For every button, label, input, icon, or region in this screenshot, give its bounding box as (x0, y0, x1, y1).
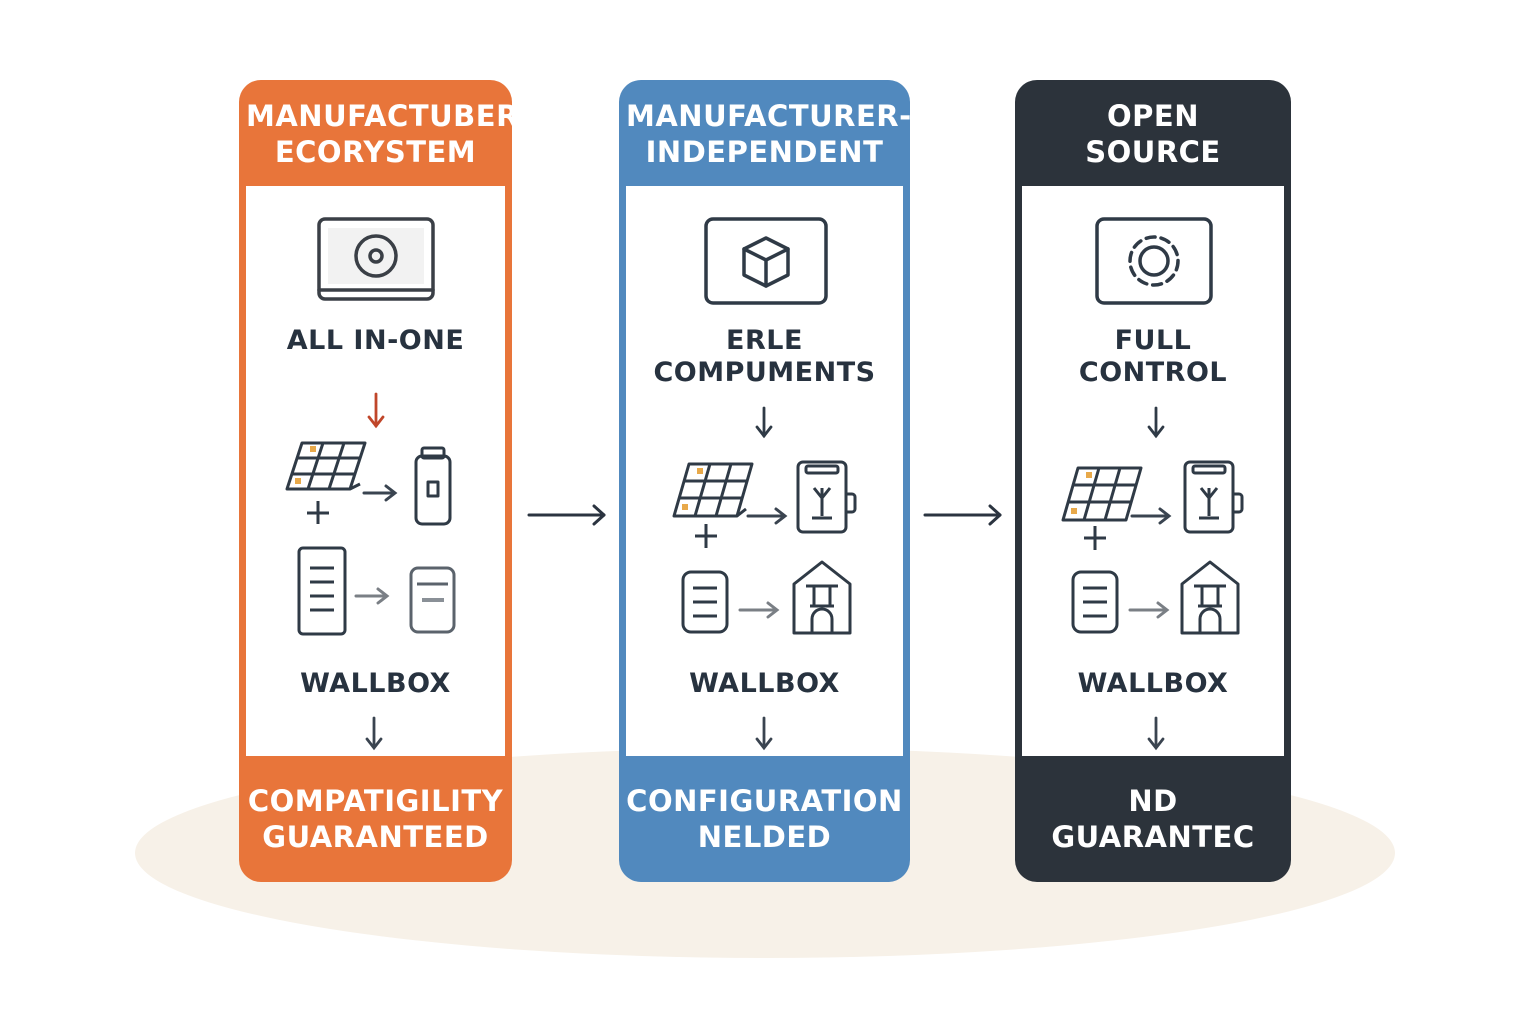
down-arrow-icon (1147, 716, 1165, 751)
panel-body: ALL IN-ONE WALLBOX (246, 186, 505, 756)
panel-title: OPEN SOURCE (1085, 99, 1221, 169)
inverter-icon (1071, 570, 1119, 634)
panel-title: MANUFACTURER- INDEPENDENT (626, 99, 912, 169)
feature-label: FULL CONTROL (1078, 325, 1228, 388)
feature-label: ALL IN-ONE (286, 325, 465, 356)
inverter-icon (681, 570, 729, 634)
panel-manufacturer-ecosystem: MANUFACTUBER ECORYSTEM (239, 80, 519, 882)
gear-icon (1095, 217, 1213, 305)
meter-icon (409, 566, 456, 634)
panel-body: ERLE COMPUMENTS WALLBOX (626, 186, 903, 756)
down-arrow-icon (755, 716, 773, 751)
down-arrow-icon (1147, 406, 1165, 439)
battery-icon (1183, 460, 1244, 534)
solar-cell-highlight (1071, 508, 1077, 514)
panel-footer: COMPATIGILITY GUARANTEED (247, 784, 504, 854)
right-arrow-icon (527, 504, 606, 526)
battery-icon (414, 446, 452, 526)
right-arrow-icon (1128, 601, 1170, 619)
right-arrow-icon (923, 504, 1002, 526)
solar-cell-highlight (697, 468, 703, 474)
wallbox-label: WALLBOX (300, 668, 451, 699)
wallbox-label: WALLBOX (689, 668, 840, 699)
solar-cell-highlight (295, 478, 301, 484)
solar-cell-highlight (1086, 472, 1092, 478)
panel-body: FULL CONTROL WALLBOX (1022, 186, 1284, 756)
solar-panel-icon (285, 441, 367, 524)
inverter-icon (297, 546, 347, 636)
right-arrow-icon (746, 507, 788, 525)
feature-label: ERLE COMPUMENTS (653, 325, 876, 388)
solar-cell-highlight (682, 504, 688, 510)
panel-open-source: OPEN SOURCE (1015, 80, 1291, 882)
right-arrow-icon (738, 601, 780, 619)
house-icon (792, 560, 852, 635)
panel-title: MANUFACTUBER ECORYSTEM (246, 99, 519, 169)
cube-icon (704, 217, 828, 305)
panel-manufacturer-independent: MANUFACTURER- INDEPENDENT (619, 80, 912, 882)
down-arrow-icon (365, 716, 383, 751)
down-arrow-icon (755, 406, 773, 439)
panel-footer: ND GUARANTEC (1051, 784, 1255, 854)
solar-cell-highlight (310, 446, 316, 452)
solar-panel-icon (1061, 466, 1143, 550)
house-icon (1180, 560, 1240, 635)
right-arrow-icon (362, 484, 398, 502)
panel-footer: CONFIGURATION NELDED (626, 784, 903, 854)
right-arrow-icon (354, 587, 390, 605)
battery-icon (796, 460, 857, 534)
wallbox-label: WALLBOX (1077, 668, 1229, 699)
screen-icon (317, 217, 435, 301)
down-arrow-icon (367, 392, 385, 429)
right-arrow-icon (1130, 507, 1172, 525)
solar-panel-icon (672, 462, 754, 548)
